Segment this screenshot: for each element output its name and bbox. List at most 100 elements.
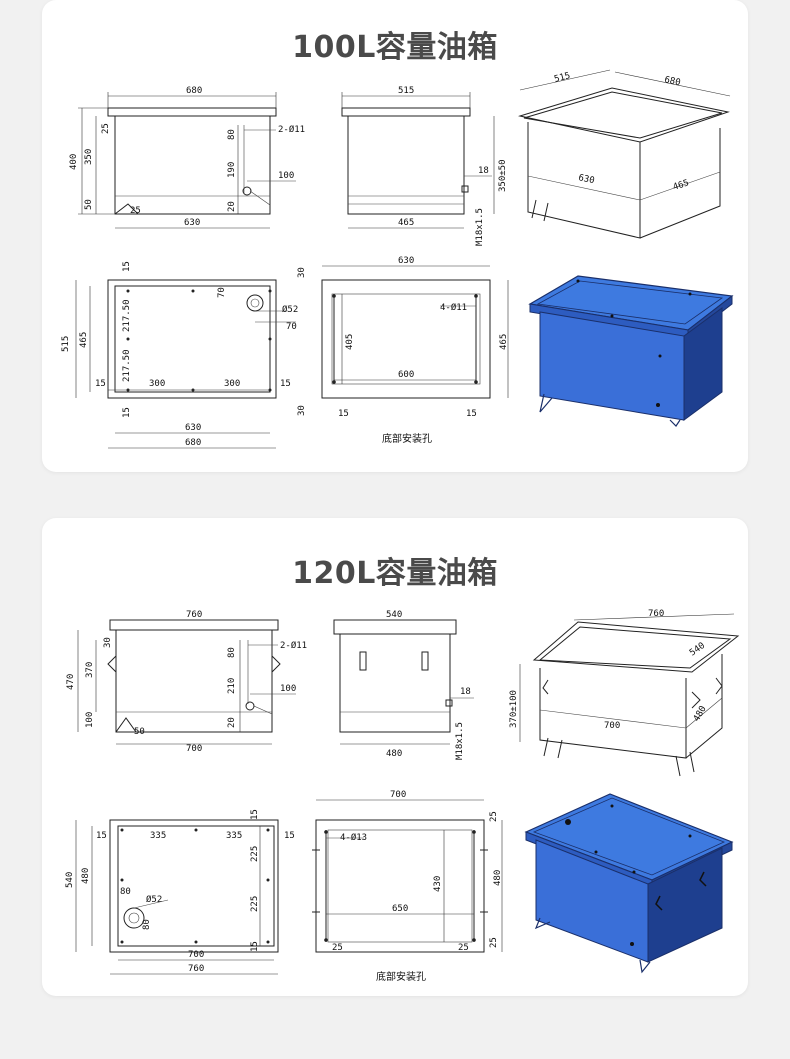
dim-text: 217.50 — [122, 349, 132, 382]
dim-text: 15 — [280, 379, 291, 389]
dim-text: Ø52 — [282, 304, 298, 315]
dim-text: 300 — [224, 379, 240, 389]
bottom-view: 700 25 25 4-Ø13 430 480 650 25 25 底部安装孔 — [312, 790, 503, 983]
iso-blue-view — [528, 275, 734, 427]
dim-text: 30 — [297, 267, 307, 278]
iso-line-view: 370±100 760 540 700 480 — [509, 609, 740, 777]
dim-text: 225 — [250, 846, 260, 862]
dim-text: 760 — [648, 609, 664, 619]
dim-text: 430 — [433, 876, 443, 892]
dim-text: 18 — [478, 166, 489, 176]
dim-text: 70 — [217, 287, 227, 298]
dim-text: 600 — [398, 370, 414, 380]
dim-text: 100 — [278, 171, 294, 181]
dim-text: 400 — [69, 154, 79, 170]
dim-text: 15 — [466, 409, 477, 419]
dim-text: 80 — [227, 129, 237, 140]
dim-text: 480 — [692, 704, 709, 723]
dim-text: 20 — [227, 717, 237, 728]
dim-text: 25 — [489, 937, 499, 948]
front-view: 680 630 400 350 25 50 25 80 190 20 2-Ø11… — [69, 86, 305, 229]
dim-text: 465 — [672, 178, 691, 193]
dim-text: Ø52 — [146, 894, 162, 905]
side-view: 515 465 18 350±50 M18x1.5 — [341, 86, 508, 246]
dim-text: 470 — [66, 674, 76, 690]
dim-text: 25 — [101, 123, 111, 134]
dim-text: 100 — [85, 712, 95, 728]
dim-text: 760 — [188, 964, 204, 974]
dim-text: 20 — [227, 201, 237, 212]
dim-text: 225 — [250, 896, 260, 912]
dim-text: 515 — [398, 86, 414, 96]
dim-text: 15 — [122, 261, 132, 272]
dim-text: 465 — [499, 334, 509, 350]
dim-text: 2-Ø11 — [280, 640, 307, 651]
dim-text: 370 — [85, 662, 95, 678]
dim-text: 15 — [122, 407, 132, 418]
dim-text: 630 — [398, 256, 414, 266]
card-title: 100L容量油箱 — [292, 30, 498, 65]
dim-text: 515 — [553, 71, 571, 85]
dim-text: 630 — [185, 423, 201, 433]
caption: 底部安装孔 — [382, 432, 432, 445]
dim-text: 465 — [398, 218, 414, 228]
dim-text: 25 — [130, 206, 141, 216]
dim-text: 515 — [61, 336, 71, 352]
dim-text: 350±50 — [498, 159, 508, 192]
dim-text: 30 — [103, 637, 113, 648]
dim-text: 210 — [227, 678, 237, 694]
dim-text: 25 — [489, 811, 499, 822]
dim-text: 190 — [227, 162, 237, 178]
card-title: 120L容量油箱 — [292, 556, 498, 591]
dim-text: 700 — [186, 744, 202, 754]
dim-text: 25 — [458, 943, 469, 953]
dim-text: 680 — [186, 86, 202, 96]
dim-text: 465 — [79, 332, 89, 348]
dim-text: 700 — [604, 721, 620, 731]
dim-text: 70 — [286, 322, 297, 332]
iso-line-view: 515 680 630 465 — [518, 69, 731, 239]
dim-text: 630 — [184, 218, 200, 228]
dim-text: 15 — [338, 409, 349, 419]
side-view: 540 480 18 M18x1.5 — [333, 610, 474, 760]
dim-text: 2-Ø11 — [278, 124, 305, 135]
dim-text: 15 — [284, 831, 295, 841]
bottom-view: 630 30 30 405 4-Ø11 465 600 15 15 底部安装孔 — [297, 256, 509, 445]
dim-text: 217.50 — [122, 299, 132, 332]
dim-text: 18 — [460, 687, 471, 697]
dim-text: 680 — [663, 75, 681, 88]
dim-text: 80 — [120, 887, 131, 897]
dim-text: 30 — [297, 405, 307, 416]
dim-text: 15 — [250, 941, 260, 952]
dim-text: 15 — [96, 831, 107, 841]
dim-text: 480 — [386, 749, 402, 759]
dim-text: 630 — [577, 173, 595, 186]
dim-text: 760 — [186, 610, 202, 620]
dim-text: 335 — [150, 831, 166, 841]
dim-text: 15 — [95, 379, 106, 389]
dim-text: 540 — [65, 872, 75, 888]
dim-text: 370±100 — [509, 690, 519, 728]
dim-text: 540 — [386, 610, 402, 620]
top-view: 15 515 465 217.50 217.50 15 70 Ø52 70 15… — [61, 261, 298, 449]
dim-text: M18x1.5 — [475, 208, 485, 246]
dim-text: 15 — [250, 809, 260, 820]
dim-text: 405 — [345, 334, 355, 350]
dim-text: 4-Ø13 — [340, 832, 367, 843]
dim-text: 480 — [493, 870, 503, 886]
dim-text: 300 — [149, 379, 165, 389]
dim-text: 80 — [142, 919, 152, 930]
dim-text: 700 — [390, 790, 406, 800]
dim-text: 700 — [188, 950, 204, 960]
dim-text: 4-Ø11 — [440, 302, 467, 313]
dim-text: M18x1.5 — [455, 722, 465, 760]
front-view: 760 700 470 370 30 100 50 80 210 20 2-Ø1… — [66, 610, 307, 754]
dim-text: 335 — [226, 831, 242, 841]
tank-100l-drawings: 680 630 400 350 25 50 25 80 190 20 2-Ø11… — [61, 69, 734, 449]
caption: 底部安装孔 — [376, 970, 426, 983]
dim-text: 680 — [185, 438, 201, 448]
dim-text: 80 — [227, 647, 237, 658]
dim-text: 100 — [280, 684, 296, 694]
dim-text: 650 — [392, 904, 408, 914]
